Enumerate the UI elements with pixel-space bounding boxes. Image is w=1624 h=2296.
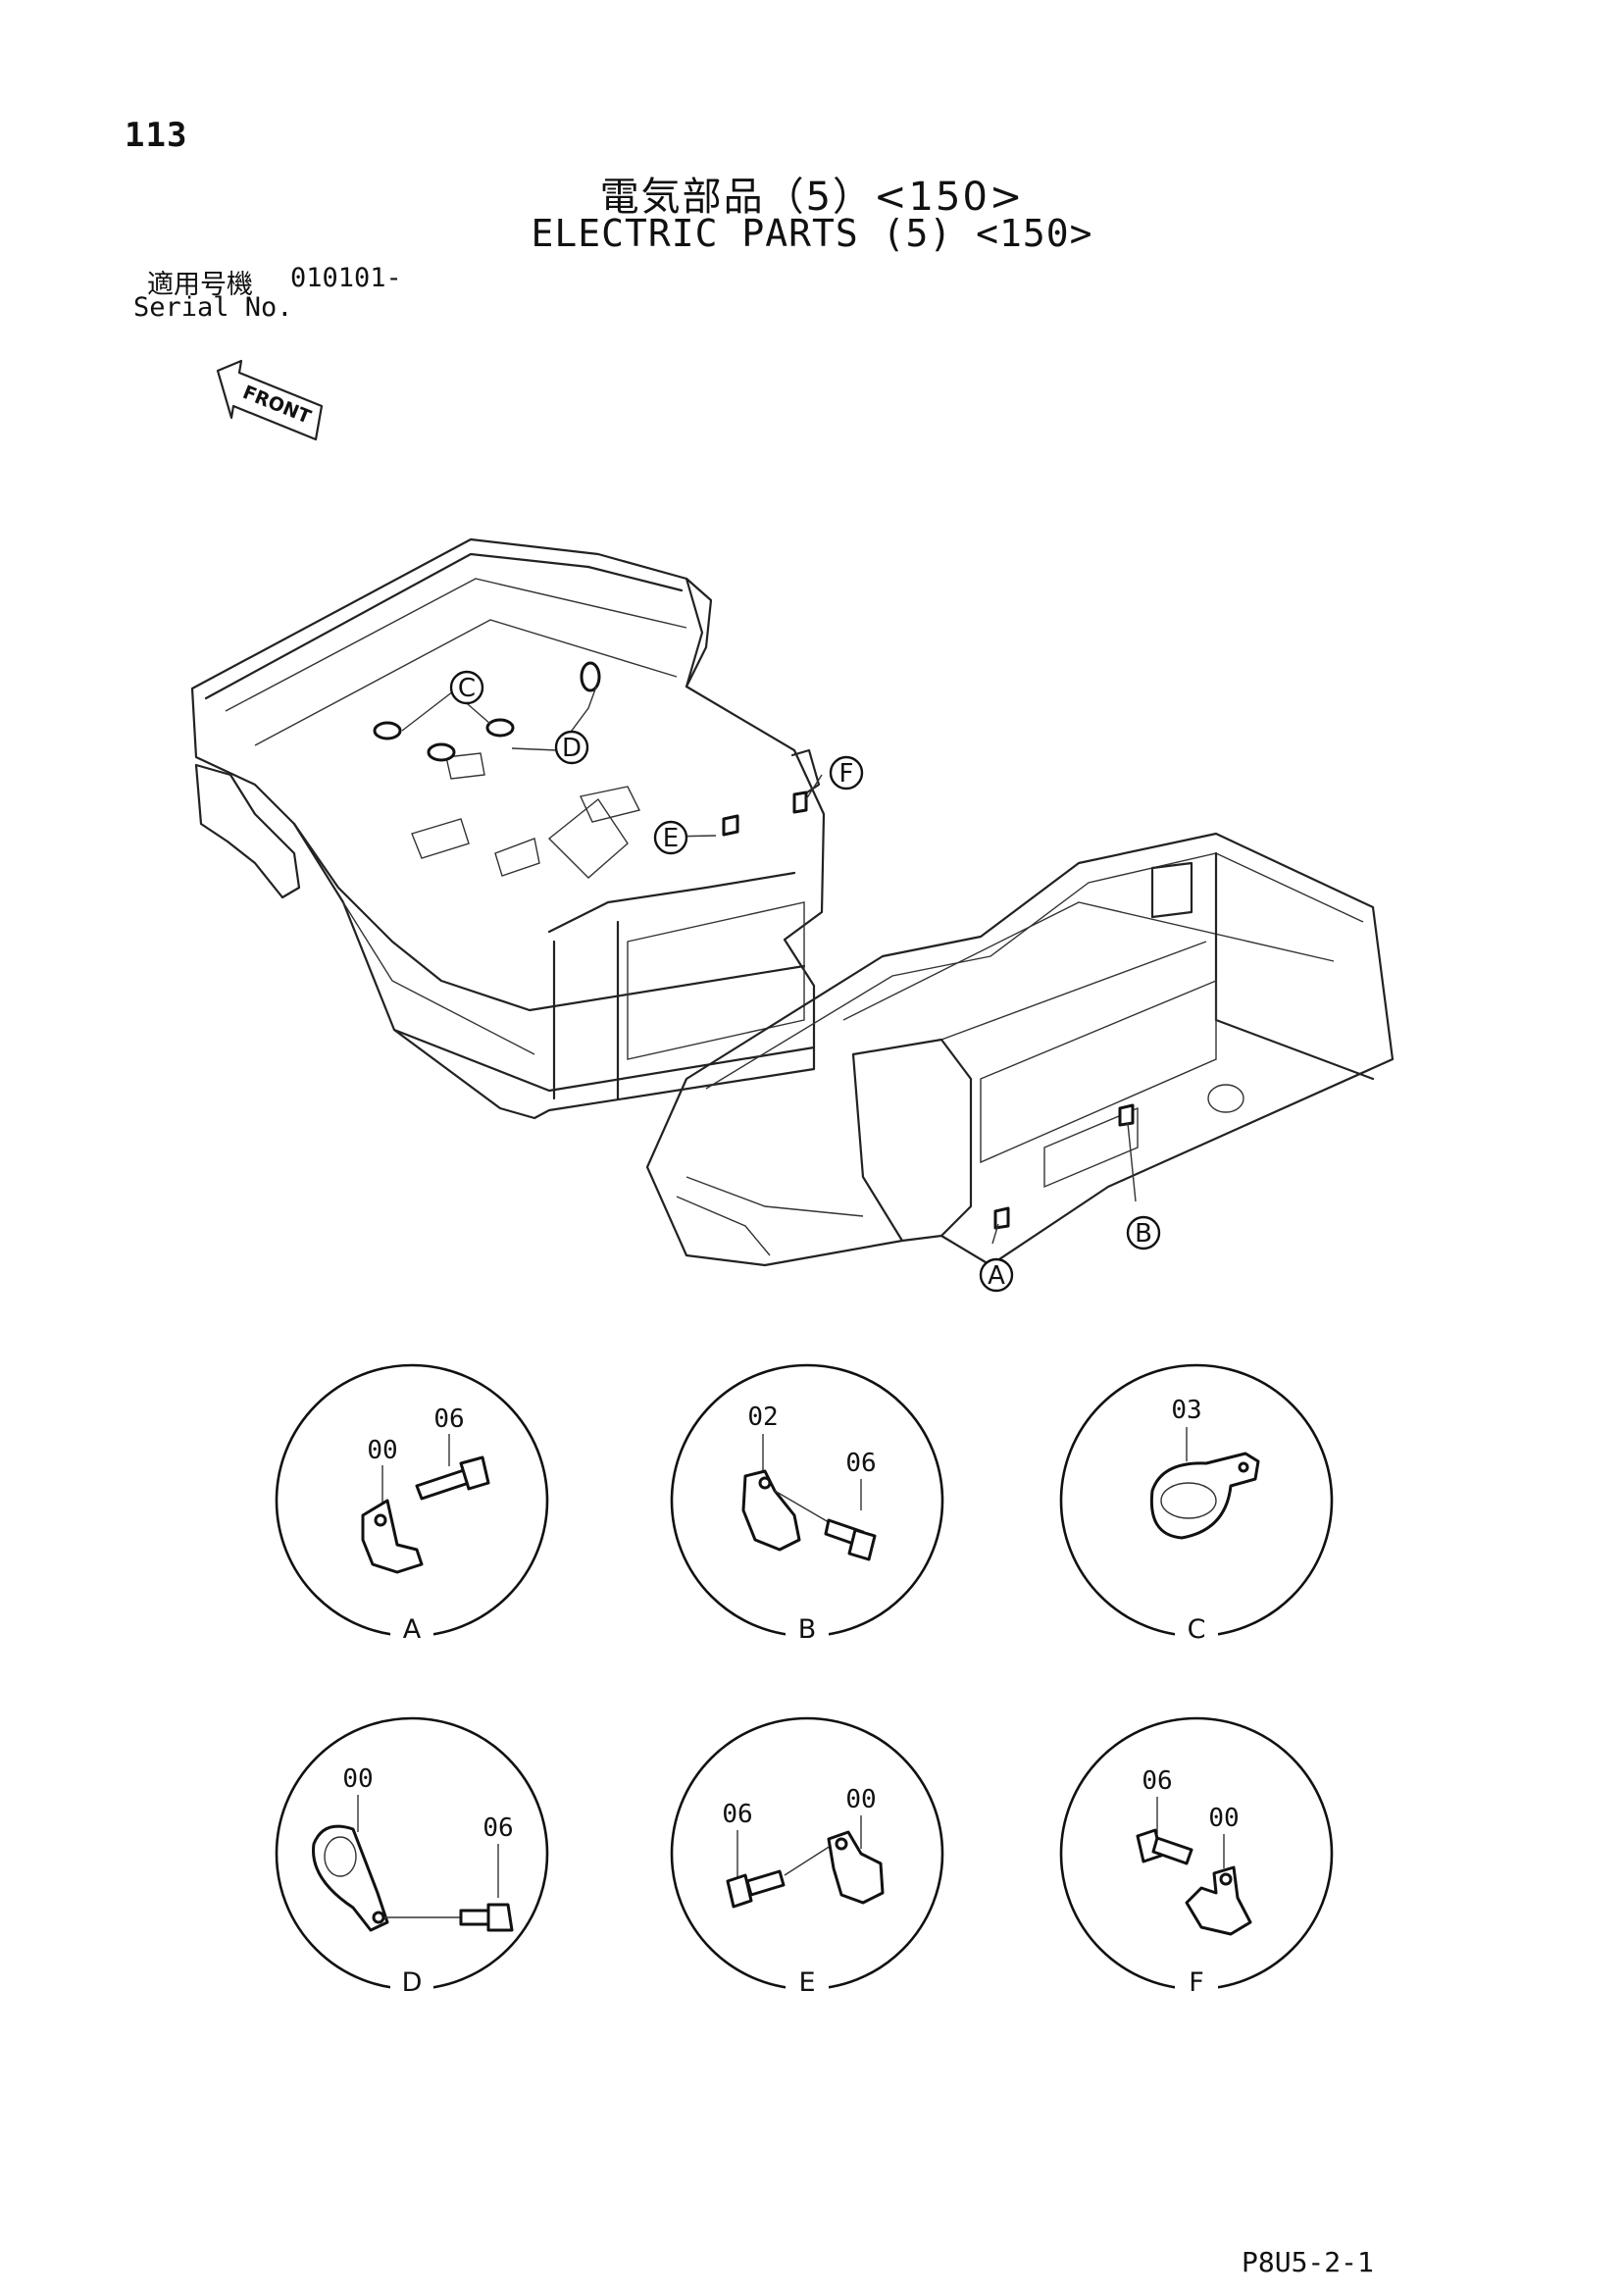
detail-f-part-06: 06 [1142,1766,1172,1796]
detail-label-c: C [1188,1614,1206,1645]
detail-e-part-00: 00 [845,1785,876,1814]
callout-c: C [449,670,484,705]
svg-text:A: A [988,1261,1005,1291]
upper-frame [190,537,826,1120]
callout-a: A [979,1257,1014,1293]
page-title-jp: 電気部品（5）<150> [599,175,1025,220]
detail-c: C 03 [1059,1363,1334,1645]
detail-e: E 06 00 [670,1716,944,1998]
detail-b-part-02: 02 [747,1403,778,1432]
svg-text:B: B [1135,1219,1152,1249]
serial-label-en: Serial No. [133,292,293,323]
detail-c-part-03: 03 [1171,1396,1201,1425]
detail-b: B 02 06 [670,1363,944,1645]
serial-value: 010101- [290,263,402,293]
callout-d: D [554,730,589,765]
detail-label-e: E [798,1967,815,1998]
detail-d-part-00: 00 [342,1764,373,1794]
page-number: 113 [125,116,188,155]
callout-f: F [829,755,864,791]
page-code: P8U5-2-1 [1242,2246,1374,2278]
callout-leaders [401,686,1137,1245]
detail-f-part-00: 00 [1208,1804,1239,1833]
svg-text:D: D [562,734,582,763]
detail-label-b: B [798,1614,817,1645]
detail-a: A 06 00 [275,1363,549,1645]
frame-clamps [373,661,1135,1230]
page-title-en: ELECTRIC PARTS (5) <150> [531,212,1093,255]
detail-d-part-06: 06 [482,1813,513,1843]
lower-frame [645,832,1395,1267]
detail-label-f: F [1189,1967,1204,1998]
detail-f: F 06 00 [1059,1716,1334,1998]
detail-d: D 00 06 [275,1716,549,1998]
front-arrow-icon: FRONT [216,359,324,441]
svg-text:C: C [458,674,476,703]
callout-e: E [653,820,688,855]
detail-a-part-06: 06 [433,1404,464,1434]
detail-label-a: A [403,1614,422,1645]
detail-label-d: D [402,1967,423,1998]
callout-b: B [1126,1215,1161,1250]
svg-text:E: E [663,824,679,853]
detail-e-part-06: 06 [722,1800,752,1829]
svg-text:F: F [839,759,854,789]
detail-a-part-00: 00 [367,1436,397,1465]
detail-b-part-06: 06 [845,1449,876,1478]
serial-label-jp: 適用号機 [147,270,253,300]
